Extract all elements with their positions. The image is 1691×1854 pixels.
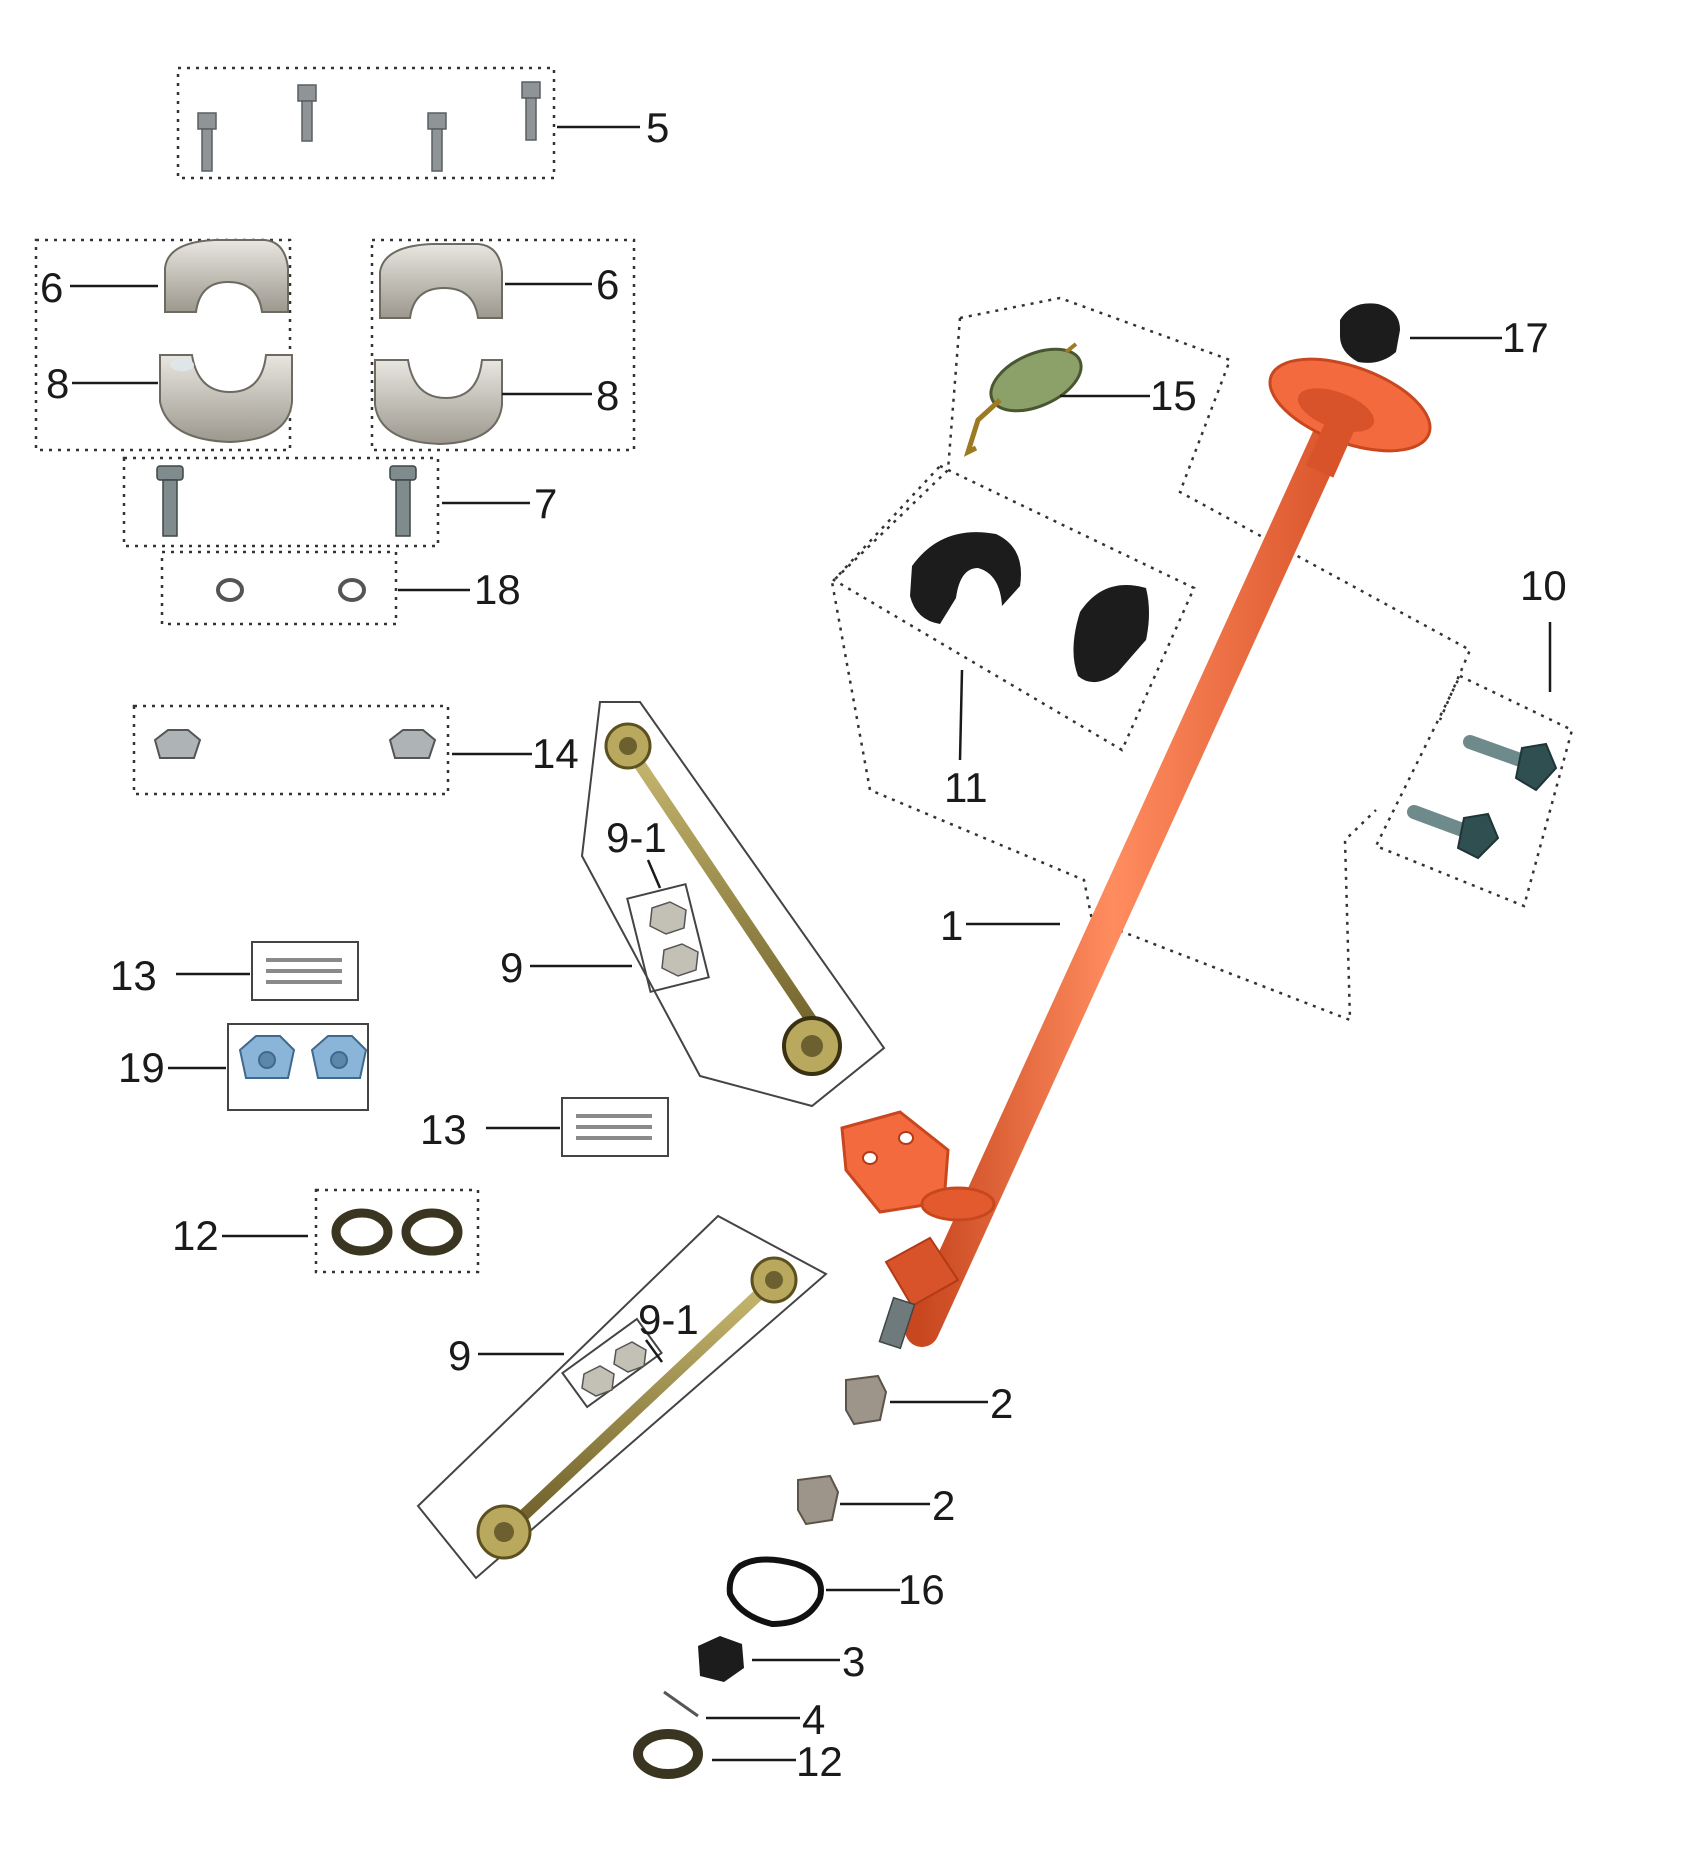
washer-icon [331,1208,463,1256]
callout-15: 15 [1150,372,1197,419]
callout-9-1-lower: 9-1 [638,1296,699,1343]
callout-4: 4 [802,1696,825,1743]
callout-16: 16 [898,1566,945,1613]
lock-plate-icon [963,342,1083,457]
steering-column: 1 [840,357,1432,1350]
callout-9-lower: 9 [448,1332,471,1379]
callout-7: 7 [534,480,557,527]
callout-12-bottom: 12 [796,1738,843,1785]
bolt-icon [156,465,417,537]
nut-icon [581,1341,647,1397]
clamp-set-right: 6 8 [370,238,636,452]
bolt-icon [197,81,541,172]
steering-column-icon [840,357,1432,1350]
callout-9-1-upper: 9-1 [606,814,667,861]
callout-5: 5 [646,104,669,151]
nut-set-19: 19 [118,1023,369,1111]
tie-rod-icon [476,1256,798,1560]
nut-icon [153,729,437,759]
clamp-set-left: 6 8 [34,238,293,452]
clip-set-18: 18 [160,550,521,626]
rubber-cap-17: 17 [1340,303,1549,363]
callout-1: 1 [940,902,963,949]
bolt-icon [1407,735,1558,860]
callout-10: 10 [1520,562,1567,609]
shim-icon [576,1114,652,1140]
tie-rod-upper: 9-1 9 [500,701,886,1108]
spacer-13-left: 13 [110,941,359,1001]
bottom-hardware: 2 2 16 3 4 12 [633,1374,1013,1785]
washer-icon [633,1729,703,1779]
callout-8-right: 8 [596,372,619,419]
shim-icon [266,958,342,984]
clamp-icon [159,239,293,444]
bushing-icon [910,532,1149,683]
nut-set-14: 14 [132,704,579,796]
bolt-set-7: 7 [122,456,557,548]
callout-13-middle: 13 [420,1106,467,1153]
callout-12-left: 12 [172,1212,219,1259]
callout-11: 11 [944,764,988,811]
lock-plate-15: 15 [963,342,1197,457]
gasket-icon [726,1556,824,1628]
assembly-outline [830,296,1574,1022]
bushing-icon [797,1374,888,1526]
nut-icon [649,901,699,977]
callout-9-upper: 9 [500,944,523,991]
group-5-box [176,66,556,180]
cotter-pin-icon [663,1690,699,1718]
callout-3: 3 [842,1638,865,1685]
callout-8-left: 8 [46,360,69,407]
callout-2-upper: 2 [990,1380,1013,1427]
tie-rod-icon [604,722,842,1076]
tie-rod-lower: 9-1 9 [416,1214,828,1580]
washer-set-12: 12 [172,1188,480,1274]
bolt-set-10: 10 [1407,562,1567,860]
rubber-cap-icon [1340,303,1400,363]
callout-17: 17 [1502,314,1549,361]
nut-icon [238,1035,368,1079]
callout-2-lower: 2 [932,1482,955,1529]
clamp-icon [374,243,503,446]
callout-13-left: 13 [110,952,157,999]
callout-6-right: 6 [596,261,619,308]
nut-icon [698,1636,744,1682]
callout-18: 18 [474,566,521,613]
spacer-13-middle: 13 [420,1097,669,1157]
callout-14: 14 [532,730,579,777]
callout-6-left: 6 [40,264,63,311]
lock-plate-icon [216,578,366,602]
bolt-set-5: 5 [176,66,669,180]
callout-19: 19 [118,1044,165,1091]
bushing-set-11: 11 [910,532,1149,811]
